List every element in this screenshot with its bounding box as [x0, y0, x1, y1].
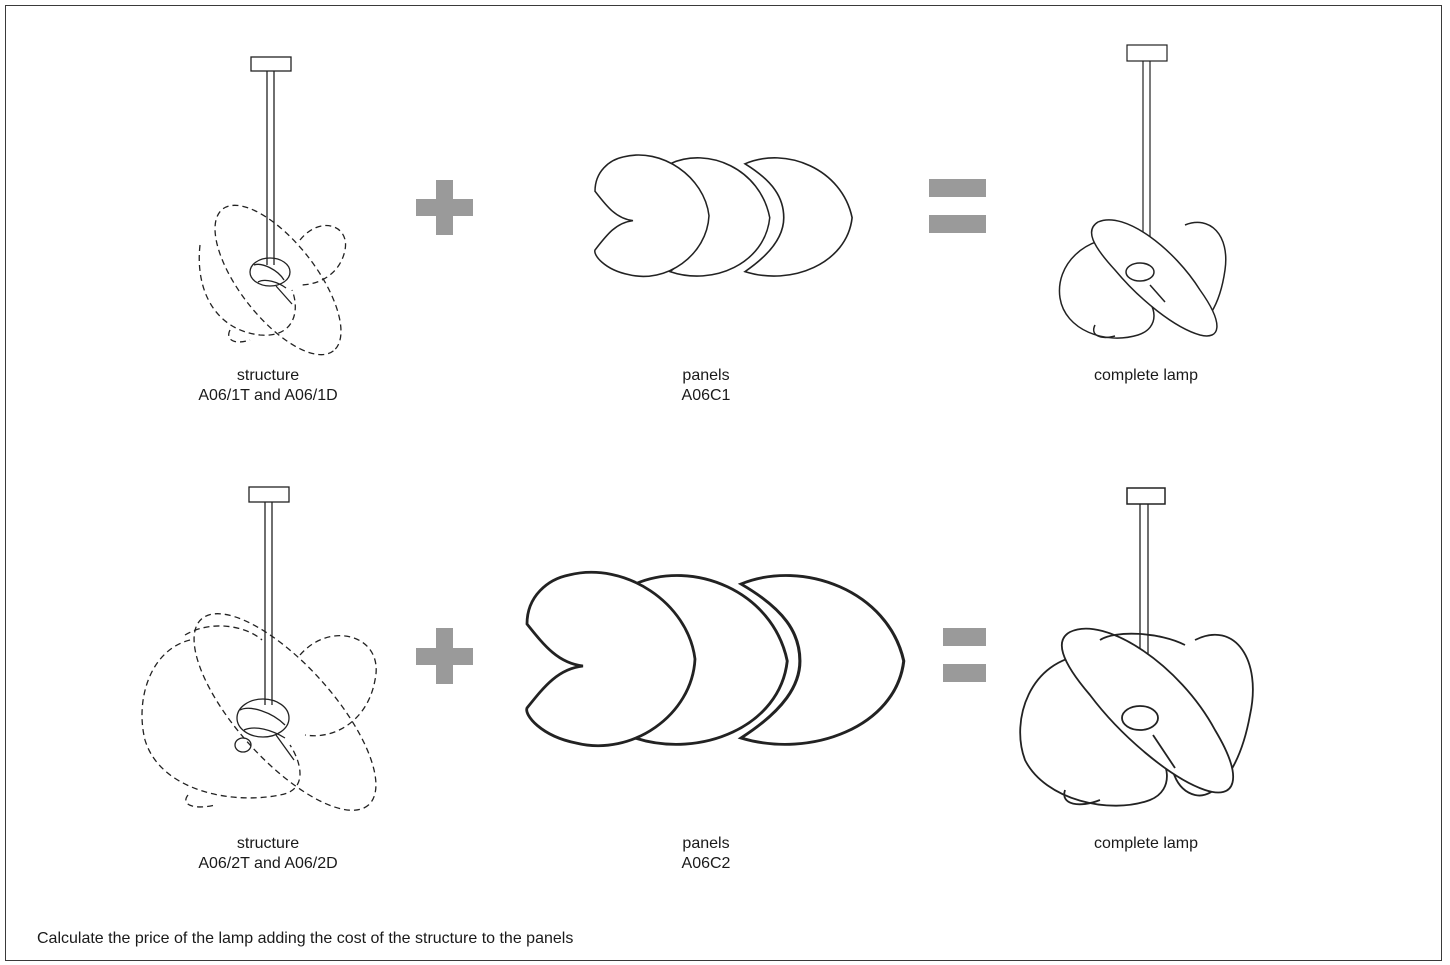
panels-1-label: panels	[682, 367, 730, 384]
structure-2-label: structure	[236, 835, 300, 852]
structure-2-caption: structure A06/2T and A06/2D	[138, 834, 398, 874]
panels-2-code: A06C2	[681, 855, 731, 872]
panels-1-caption: panels A06C1	[576, 366, 836, 406]
ceiling-canopy	[250, 56, 292, 72]
equals-icon	[929, 179, 986, 233]
structure-2-drawing	[141, 486, 377, 811]
structure-1-caption: structure A06/1T and A06/1D	[138, 366, 398, 406]
complete-lamp-2-caption: complete lamp	[1016, 834, 1276, 854]
panels-2-label: panels	[682, 835, 730, 852]
plus-icon	[416, 180, 473, 235]
complete-lamp-1-drawing	[1058, 44, 1227, 339]
structure-1-label: structure	[236, 367, 300, 384]
panels-1-drawing	[594, 154, 853, 278]
panels-1-code: A06C1	[681, 387, 731, 404]
plus-icon	[416, 628, 473, 684]
panels-2-caption: panels A06C2	[576, 834, 836, 874]
structure-2-code: A06/2T and A06/2D	[198, 855, 338, 872]
equals-icon	[943, 628, 986, 682]
complete-lamp-2-label: complete lamp	[1093, 835, 1199, 852]
diagram-frame	[5, 5, 1442, 961]
complete-lamp-2-drawing	[1019, 487, 1254, 807]
complete-lamp-1-caption: complete lamp	[1016, 366, 1276, 386]
pricing-note: Calculate the price of the lamp adding t…	[37, 930, 574, 947]
structure-1-code: A06/1T and A06/1D	[198, 387, 338, 404]
panels-2-drawing	[525, 570, 906, 748]
complete-lamp-1-label: complete lamp	[1093, 367, 1199, 384]
ceiling-canopy	[248, 486, 290, 503]
structure-1-drawing	[198, 56, 347, 356]
